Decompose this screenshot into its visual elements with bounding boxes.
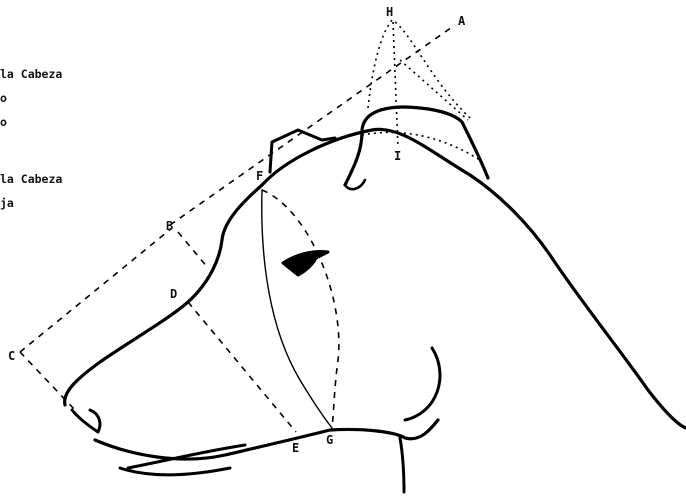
- lower-jaw: [95, 420, 438, 459]
- cheek-arc-solid: [262, 190, 332, 428]
- chin: [120, 468, 230, 475]
- left-ear: [270, 130, 335, 172]
- dashed-line-C-nose: [20, 352, 75, 410]
- ear-projection-dotted: [368, 20, 470, 118]
- throat-line: [400, 438, 404, 492]
- label-point-f: F: [256, 169, 263, 183]
- label-point-b: B: [166, 219, 173, 233]
- nose: [72, 410, 100, 432]
- dashed-line-B-A: [170, 25, 455, 225]
- dashed-line-B-down: [178, 232, 208, 268]
- label-point-h: H: [386, 5, 393, 19]
- label-point-a: A: [458, 14, 466, 28]
- dashed-line-C-B: [20, 228, 172, 352]
- label-point-i: I: [394, 149, 401, 163]
- label-point-g: G: [326, 433, 333, 447]
- label-point-e: E: [292, 441, 299, 455]
- cheek-arc-dashed: [262, 190, 339, 428]
- dotted-line-H-I: [393, 22, 398, 148]
- label-point-c: C: [8, 349, 15, 363]
- label-point-d: D: [170, 287, 177, 301]
- dashed-line-D-E: [188, 302, 296, 432]
- head-outline: [65, 129, 686, 428]
- cheek-curve: [405, 348, 440, 420]
